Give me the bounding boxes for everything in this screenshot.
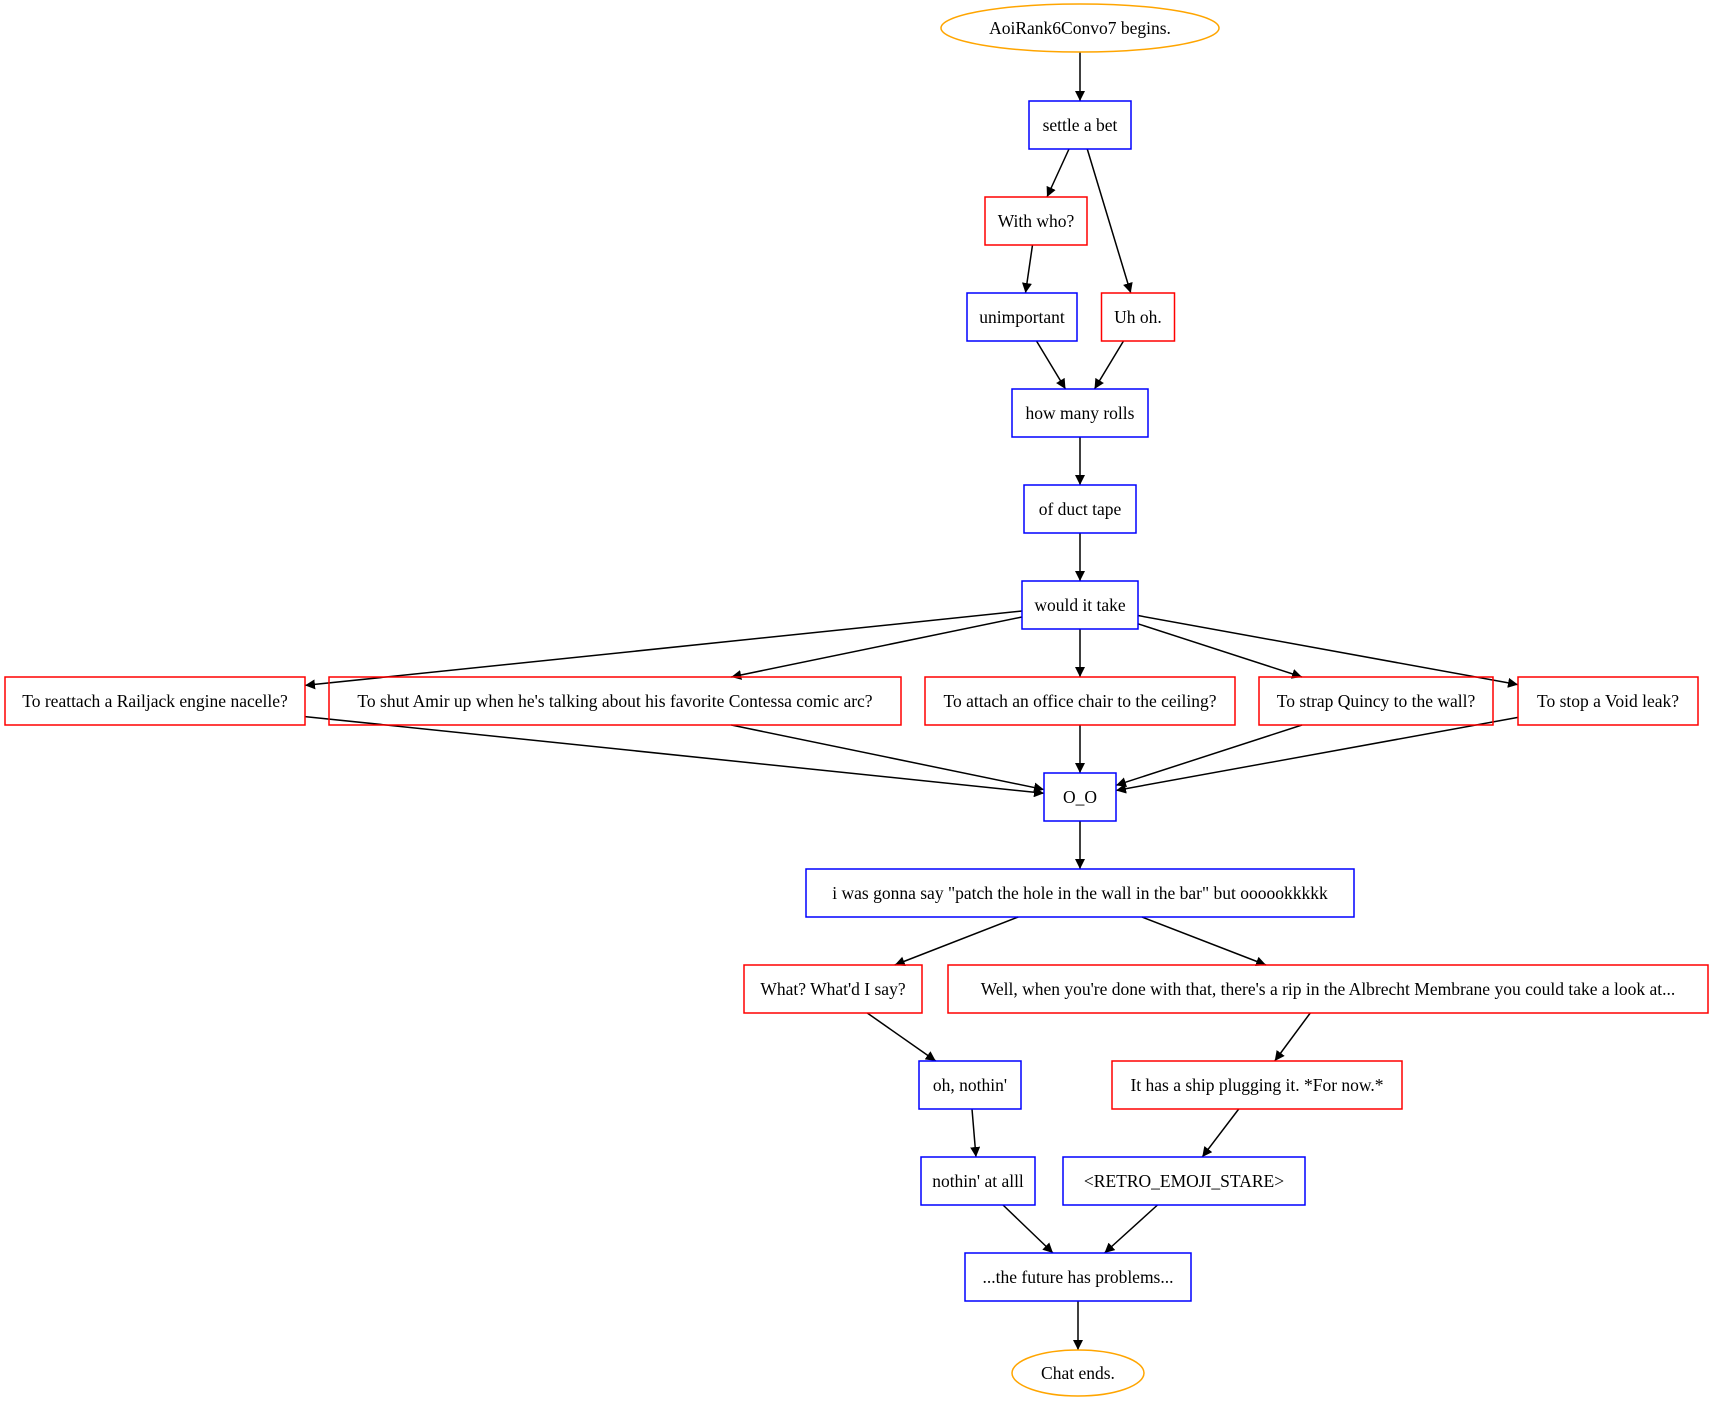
settle-shape: [1028, 100, 1132, 150]
reply-with-who: With who?: [984, 196, 1088, 246]
option-o-o[interactable]: O_O: [1043, 772, 1117, 822]
reply-albrecht-membrane: Well, when you're done with that, there'…: [947, 964, 1709, 1014]
ducttape-shape: [1023, 484, 1137, 534]
option-unimportant[interactable]: unimportant: [966, 292, 1078, 342]
railjack-shape: [4, 676, 306, 726]
reply-ship-plugging-it: It has a ship plugging it. *For now.*: [1111, 1060, 1403, 1110]
whatsay-shape: [743, 964, 923, 1014]
option-settle-a-bet-label: settle a bet: [1043, 115, 1118, 135]
reply-void-leak: To stop a Void leak?: [1517, 676, 1699, 726]
edge-albrecht-to-shipplug: [1274, 1012, 1311, 1062]
wouldit-shape: [1021, 580, 1139, 630]
voidleak-shape: [1517, 676, 1699, 726]
reply-railjack-nacelle: To reattach a Railjack engine nacelle?: [4, 676, 306, 726]
edge-nothinall-to-future: [1002, 1204, 1054, 1254]
edge-patch-to-whatsay: [894, 916, 1019, 967]
option-would-it-take-label: would it take: [1034, 595, 1126, 615]
edge-wouldit-to-voidleak: [1137, 614, 1519, 688]
edge-wouldit-to-amir: [731, 616, 1023, 680]
albrecht-shape: [947, 964, 1709, 1014]
edge-whatsay-to-nothin: [866, 1012, 937, 1062]
edge-wouldit-to-railjack: [304, 610, 1023, 690]
reply-railjack-nacelle-label: To reattach a Railjack engine nacelle?: [22, 691, 288, 711]
edge-settle-to-uhoh: [1086, 148, 1133, 294]
reply-void-leak-label: To stop a Void leak?: [1537, 691, 1679, 711]
end-node: Chat ends.: [1011, 1349, 1145, 1397]
reply-uh-oh-label: Uh oh.: [1114, 307, 1162, 327]
option-future-has-problems[interactable]: ...the future has problems...: [964, 1252, 1192, 1302]
option-how-many-rolls-label: how many rolls: [1026, 403, 1135, 423]
reply-shut-amir-up: To shut Amir up when he's talking about …: [328, 676, 902, 726]
option-unimportant-label: unimportant: [979, 307, 1065, 327]
edge-nothin-to-nothinall: [970, 1108, 981, 1158]
start-shape: [940, 3, 1220, 53]
option-oh-nothin-label: oh, nothin': [933, 1075, 1007, 1095]
reply-what-did-i-say-label: What? What'd I say?: [760, 979, 905, 999]
reply-strap-quincy: To strap Quincy to the wall?: [1258, 676, 1494, 726]
reply-strap-quincy-label: To strap Quincy to the wall?: [1277, 691, 1476, 711]
withwho-shape: [984, 196, 1088, 246]
patch-shape: [805, 868, 1355, 918]
edge-wouldit-to-quincy: [1137, 623, 1303, 679]
option-oh-nothin[interactable]: oh, nothin': [918, 1060, 1022, 1110]
edge-amir-to-oo: [731, 724, 1045, 793]
edge-shipplug-to-retro: [1201, 1108, 1240, 1158]
end-shape: [1011, 1349, 1145, 1397]
reply-what-did-i-say: What? What'd I say?: [743, 964, 923, 1014]
reply-with-who-label: With who?: [998, 211, 1075, 231]
edge-retro-to-future: [1103, 1204, 1159, 1254]
reply-shut-amir-up-label: To shut Amir up when he's talking about …: [357, 691, 872, 711]
unimportant-shape: [966, 292, 1078, 342]
reply-uh-oh: Uh oh.: [1100, 292, 1176, 342]
option-patch-the-hole-label: i was gonna say "patch the hole in the w…: [832, 883, 1328, 903]
option-would-it-take[interactable]: would it take: [1021, 580, 1139, 630]
quincy-shape: [1258, 676, 1494, 726]
option-retro-emoji-stare-label: <RETRO_EMOJI_STARE>: [1084, 1171, 1284, 1191]
howmany-shape: [1011, 388, 1149, 438]
reply-office-chair-ceiling: To attach an office chair to the ceiling…: [924, 676, 1236, 726]
reply-ship-plugging-it-label: It has a ship plugging it. *For now.*: [1130, 1075, 1383, 1095]
edge-uhoh-to-howmany: [1093, 340, 1125, 390]
edge-railjack-to-oo: [304, 715, 1045, 798]
retro-shape: [1062, 1156, 1306, 1206]
option-of-duct-tape-label: of duct tape: [1039, 499, 1122, 519]
option-o-o-label: O_O: [1063, 787, 1097, 807]
oo-shape: [1043, 772, 1117, 822]
edge-patch-to-albrecht: [1141, 916, 1267, 967]
option-future-has-problems-label: ...the future has problems...: [983, 1267, 1174, 1287]
edge-layer: [304, 52, 1519, 1350]
start-node-label: AoiRank6Convo7 begins.: [989, 18, 1171, 38]
nothin-shape: [918, 1060, 1022, 1110]
future-shape: [964, 1252, 1192, 1302]
officechair-shape: [924, 676, 1236, 726]
option-settle-a-bet[interactable]: settle a bet: [1028, 100, 1132, 150]
end-node-label: Chat ends.: [1041, 1363, 1115, 1383]
option-patch-the-hole[interactable]: i was gonna say "patch the hole in the w…: [805, 868, 1355, 918]
reply-office-chair-ceiling-label: To attach an office chair to the ceiling…: [944, 691, 1217, 711]
nothinall-shape: [920, 1156, 1036, 1206]
option-how-many-rolls[interactable]: how many rolls: [1011, 388, 1149, 438]
shipplug-shape: [1111, 1060, 1403, 1110]
edge-settle-to-withwho: [1046, 148, 1070, 198]
reply-albrecht-membrane-label: Well, when you're done with that, there'…: [981, 979, 1676, 999]
amir-shape: [328, 676, 902, 726]
option-retro-emoji-stare[interactable]: <RETRO_EMOJI_STARE>: [1062, 1156, 1306, 1206]
option-of-duct-tape[interactable]: of duct tape: [1023, 484, 1137, 534]
option-nothin-at-all[interactable]: nothin' at alll: [920, 1156, 1036, 1206]
start-node: AoiRank6Convo7 begins.: [940, 3, 1220, 53]
edge-quincy-to-oo: [1115, 724, 1303, 787]
edge-unimportant-to-howmany: [1035, 340, 1067, 390]
option-nothin-at-all-label: nothin' at alll: [932, 1171, 1024, 1191]
uhoh-shape: [1100, 292, 1176, 342]
edge-voidleak-to-oo: [1115, 716, 1519, 794]
edge-withwho-to-unimportant: [1021, 244, 1034, 294]
